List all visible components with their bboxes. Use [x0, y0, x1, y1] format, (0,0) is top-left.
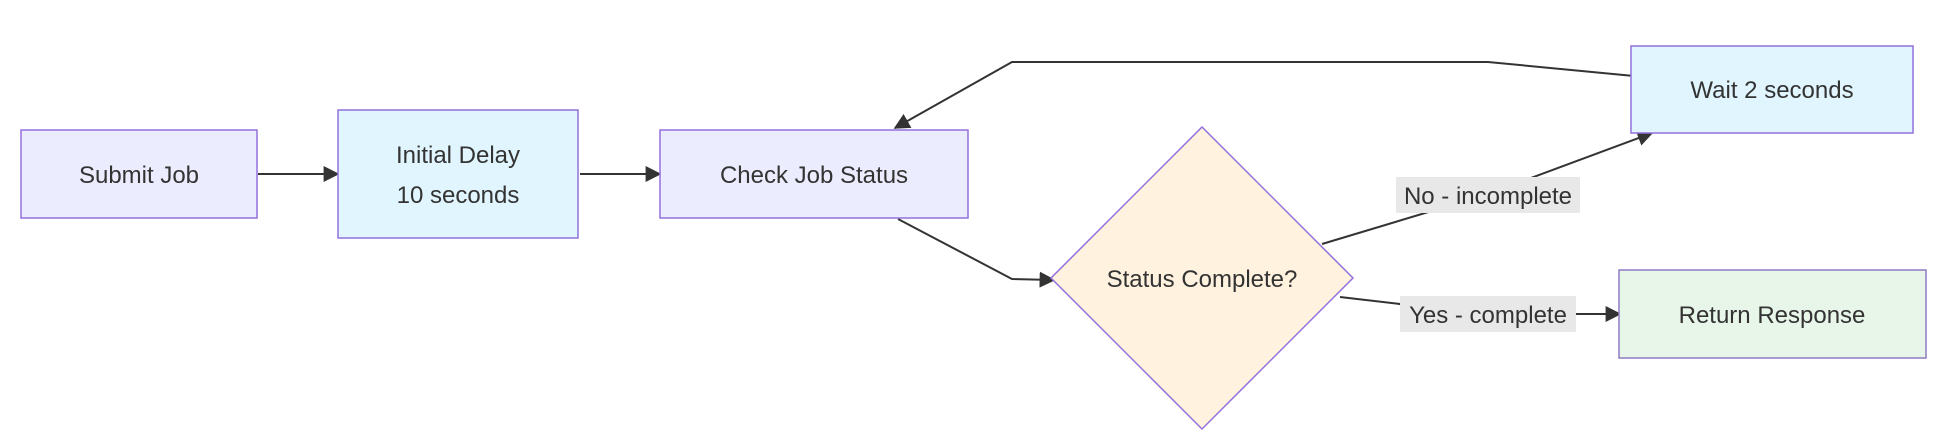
node-check-job-status-label: Check Job Status [720, 162, 908, 189]
node-initial-delay[interactable]: Initial Delay 10 seconds [337, 109, 579, 239]
edge-label-yes-complete-text: Yes - complete [1409, 302, 1567, 329]
node-return-response-label: Return Response [1679, 302, 1866, 329]
node-check-job-status[interactable]: Check Job Status [659, 129, 969, 219]
edge-wait-to-check [893, 61, 1635, 129]
edge-check-to-decision [897, 218, 1056, 288]
edge-label-no-incomplete: No - incomplete [1396, 177, 1580, 213]
node-wait-2-seconds-label: Wait 2 seconds [1690, 77, 1853, 104]
node-status-complete-label: Status Complete? [1107, 266, 1298, 293]
node-initial-delay-line-1: Initial Delay [396, 142, 520, 169]
node-initial-delay-line-2: 10 seconds [397, 182, 520, 209]
edge-label-yes-complete: Yes - complete [1400, 296, 1576, 332]
node-return-response[interactable]: Return Response [1618, 269, 1927, 359]
node-status-complete-decision[interactable]: Status Complete? [1049, 125, 1355, 431]
node-submit-job[interactable]: Submit Job [20, 129, 258, 219]
node-wait-2-seconds[interactable]: Wait 2 seconds [1630, 45, 1914, 134]
edge-label-no-incomplete-text: No - incomplete [1404, 183, 1572, 210]
node-submit-job-label: Submit Job [79, 162, 199, 189]
